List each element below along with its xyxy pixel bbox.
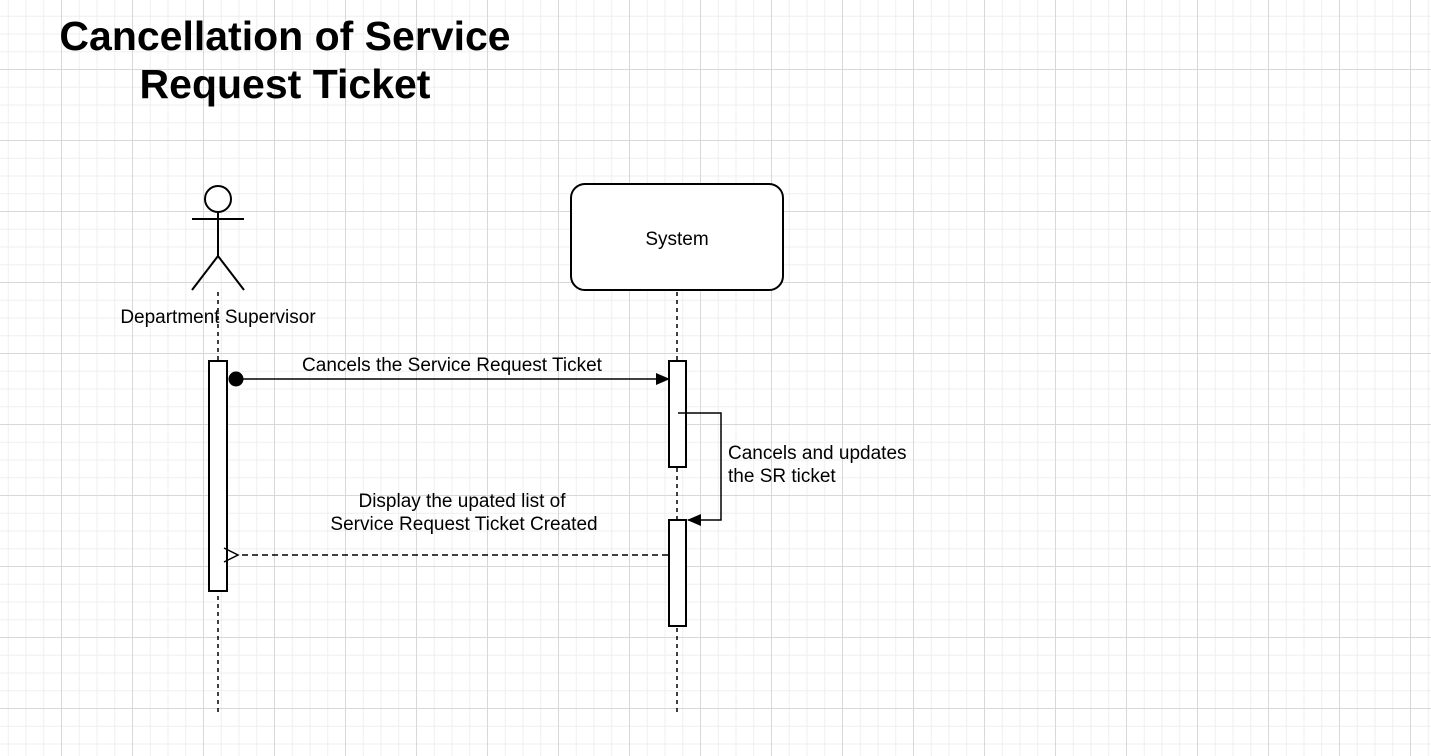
message-cancel-request-label: Cancels the Service Request Ticket <box>302 355 603 376</box>
message-display-list-label-line-1: Display the upated list of <box>358 491 566 512</box>
diagram-title-line-2: Request Ticket <box>139 61 431 107</box>
message-self-update-label-line-1: Cancels and updates <box>728 443 907 464</box>
message-self-update[interactable] <box>678 412 722 526</box>
actor-stick-figure-icon[interactable] <box>191 185 245 291</box>
message-display-list-label-line-2: Service Request Ticket Created <box>330 514 597 535</box>
system-label: System <box>645 229 708 250</box>
system-activation-bar-1[interactable] <box>668 360 687 468</box>
system-participant-box[interactable] <box>570 183 784 291</box>
system-activation-bar-2[interactable] <box>668 519 687 627</box>
message-self-update-label-line-2: the SR ticket <box>728 466 836 487</box>
actor-activation-bar[interactable] <box>208 360 228 592</box>
diagram-title-line-1: Cancellation of Service <box>59 13 511 59</box>
diagram-title: Cancellation of Service Request Ticket <box>20 12 550 108</box>
message-cancel-request[interactable] <box>228 371 670 387</box>
